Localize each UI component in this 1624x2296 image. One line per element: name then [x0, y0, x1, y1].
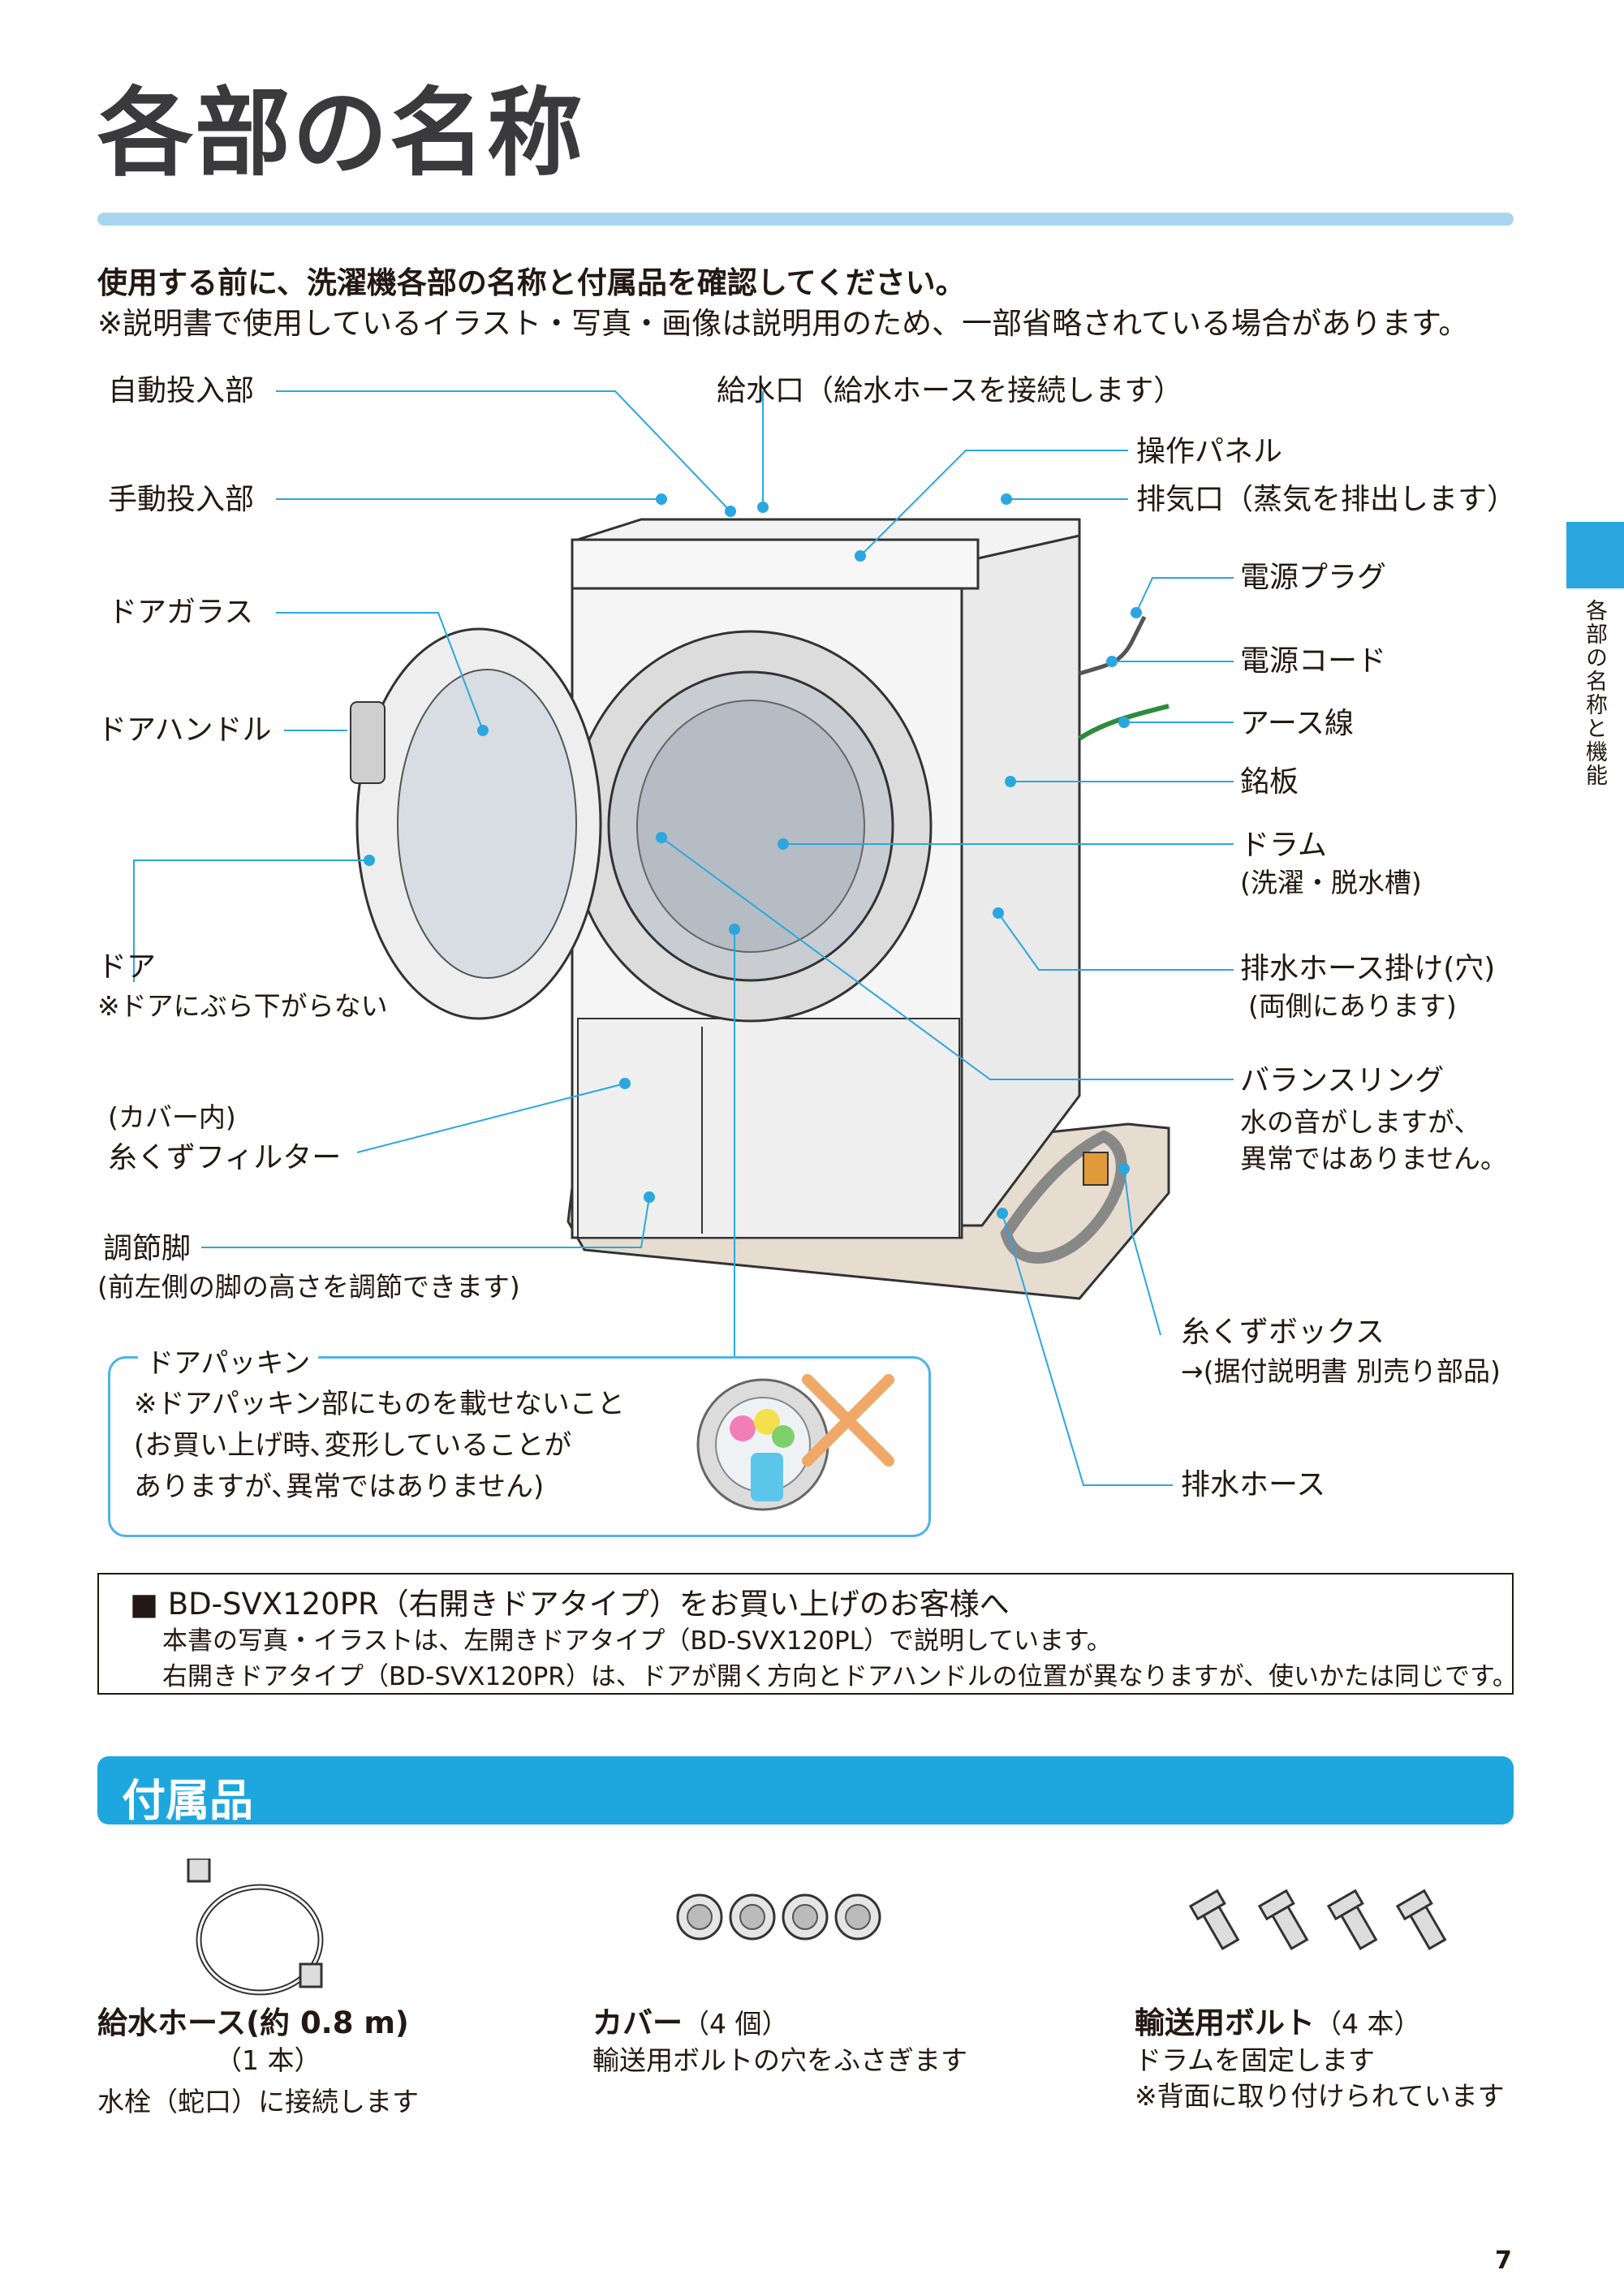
lower-cabinet: [577, 1018, 960, 1238]
label-door-glass: ドアガラス: [108, 596, 254, 629]
label-lint-filter: 糸くずフィルター: [108, 1141, 342, 1174]
model-note-line-1: 本書の写真・イラストは、左開きドアタイプ（BD-SVX120PL）で説明していま…: [162, 1626, 1112, 1656]
label-balance-ring: バランスリング: [1240, 1064, 1445, 1097]
bolt-qty: （4 本）: [1315, 2008, 1421, 2040]
accessories-header-bar: [97, 1756, 1514, 1824]
model-note-title: ■ BD-SVX120PR（右開きドアタイプ）をお買い上げのお客様へ: [130, 1587, 1010, 1622]
page-title: 各部の名称: [97, 77, 585, 189]
label-power-plug: 電源プラグ: [1240, 561, 1387, 594]
cover-desc: 輸送用ボルトの穴をふさぎます: [592, 2044, 967, 2076]
label-exhaust: 排気口（蒸気を排出します）: [1136, 483, 1517, 516]
door-packing-warning-illustration: [696, 1363, 905, 1511]
door-handle: [350, 701, 386, 784]
label-control-panel: 操作パネル: [1136, 435, 1283, 468]
hose-desc: 水栓（蛇口）に接続します: [97, 2086, 419, 2117]
bolt-desc-2: ※背面に取り付けられています: [1135, 2080, 1505, 2112]
label-auto-dispenser: 自動投入部: [108, 374, 255, 407]
bolt-desc-1: ドラムを固定します: [1135, 2044, 1376, 2076]
title-underline: [97, 213, 1514, 226]
callout-body: ※ドアパッキン部にものを載せないこと (お買い上げ時､変形していることが ありま…: [134, 1384, 625, 1508]
water-hose-icon: [187, 1859, 324, 1996]
model-note-box: [97, 1573, 1514, 1695]
label-drum-note: (洗濯・脱水槽): [1240, 867, 1422, 898]
callout-line-2: (お買い上げ時､変形していることが: [134, 1429, 572, 1462]
intro-line-2: ※説明書で使用しているイラスト・写真・画像は説明用のため、一部省略されている場合…: [97, 306, 1469, 341]
cover-qty: （4 個）: [683, 2008, 789, 2040]
accessories-title: 付属品: [122, 1775, 253, 1826]
label-drain-hook-note: (両側にあります): [1248, 990, 1457, 1022]
label-balance-note-2: 異常ではありません。: [1240, 1143, 1508, 1174]
hose-qty: （1 本）: [215, 2044, 321, 2076]
label-power-cord: 電源コード: [1240, 644, 1387, 678]
callout-line-3: ありますが､異常ではありません): [134, 1471, 545, 1503]
hose-name: 給水ホース(約 0.8 m): [97, 2005, 409, 2040]
side-panel: [960, 518, 1081, 1227]
label-manual-dispenser: 手動投入部: [108, 483, 255, 516]
label-lint-box-note: →(据付説明書 別売り部品): [1181, 1355, 1501, 1387]
label-drum: ドラム: [1240, 829, 1327, 862]
cover-name: カバー: [592, 2005, 683, 2040]
label-door-handle: ドアハンドル: [97, 713, 272, 747]
control-panel-strip: [571, 538, 980, 590]
door-glass: [397, 669, 577, 979]
intro-line-1: 使用する前に、洗濯機各部の名称と付属品を確認してください。: [97, 265, 966, 300]
callout-line-1: ※ドアパッキン部にものを載せないこと: [134, 1388, 625, 1420]
transport-bolts-icon: [1188, 1889, 1447, 1951]
page-number: 7: [1495, 2246, 1512, 2275]
side-tab-label: 各部の名称と機能: [1582, 599, 1607, 787]
label-door-note: ※ドアにぶら下がらない: [97, 990, 388, 1022]
label-ground-wire: アース線: [1240, 707, 1355, 740]
callout-title: ドアパッキン: [138, 1341, 319, 1381]
label-adjustable-foot: 調節脚: [103, 1232, 192, 1265]
cover-caps-icon: [676, 1893, 881, 1941]
label-nameplate: 銘板: [1240, 765, 1299, 799]
label-water-inlet: 給水口（給水ホースを接続します）: [717, 374, 1183, 407]
label-drain-hose: 排水ホース: [1181, 1468, 1326, 1501]
cover-heading: カバー（4 個）: [592, 1998, 789, 2042]
label-lint-box: 糸くずボックス: [1181, 1316, 1385, 1349]
label-balance-note-1: 水の音がしますが、: [1240, 1106, 1481, 1138]
bolt-name: 輸送用ボルト: [1135, 2005, 1315, 2040]
side-tab-marker: [1566, 522, 1624, 588]
label-foot-note: (前左側の脚の高さを調節できます): [97, 1271, 520, 1303]
label-drain-hook: 排水ホース掛け(穴): [1240, 952, 1496, 985]
label-filter-pre: (カバー内): [108, 1101, 236, 1133]
label-door: ドア: [97, 950, 157, 984]
bolt-heading: 輸送用ボルト（4 本）: [1135, 1998, 1421, 2042]
model-note-line-2: 右開きドアタイプ（BD-SVX120PR）は、ドアが開く方向とドアハンドルの位置…: [162, 1662, 1518, 1691]
